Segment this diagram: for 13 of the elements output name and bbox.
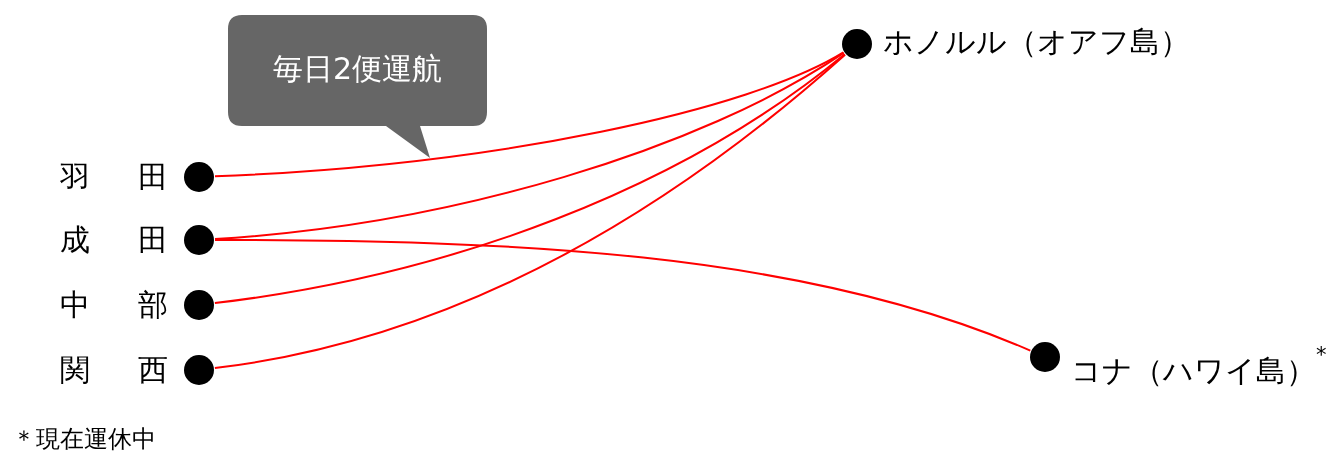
airport-name: 関西: [60, 352, 168, 388]
airport-name: 中部: [60, 287, 168, 323]
airport-name: 成田: [60, 222, 168, 258]
airport-name: 羽田: [60, 159, 168, 195]
footnote: ＊現在運休中: [12, 424, 156, 454]
route-line: [213, 51, 845, 241]
route-line: [213, 53, 846, 305]
route-line: [214, 51, 845, 178]
callout-text: 毎日2便運航: [271, 50, 444, 88]
route-line: [213, 53, 847, 370]
airport-name: コナ（ハワイ島）$^{*}$: [1071, 342, 1327, 389]
airport-name: ホノルル（オアフ島）: [883, 24, 1190, 60]
route-line: [214, 239, 1032, 352]
